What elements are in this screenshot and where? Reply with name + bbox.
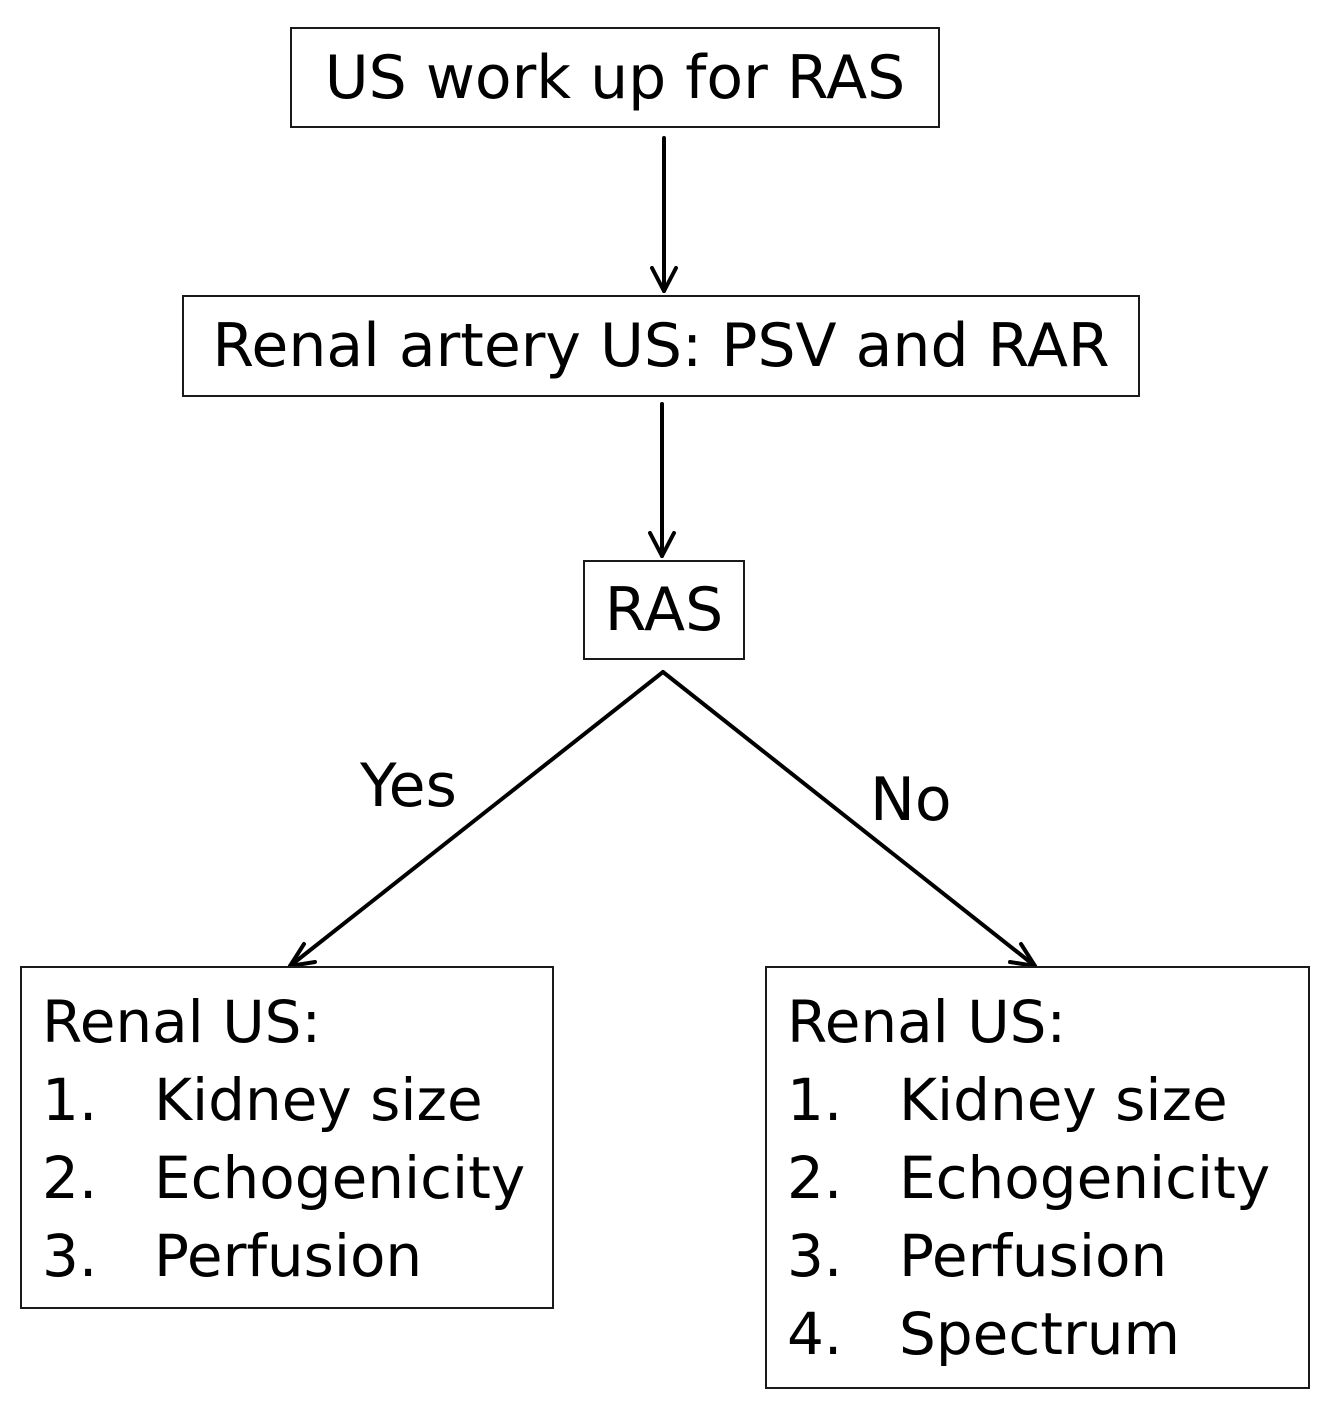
branch-label-yes: Yes: [360, 751, 457, 821]
decision-node-label: RAS: [604, 575, 724, 645]
list-item-text: Kidney size: [899, 1066, 1228, 1134]
list-item-text: Echogenicity: [899, 1144, 1271, 1212]
step-node: Renal artery US: PSV and RAR: [182, 295, 1140, 397]
yes-result-node: Renal US: 1. Kidney size 2. Echogenicity…: [20, 966, 554, 1309]
arrowhead-start-to-step: [650, 266, 678, 293]
no-result-node: Renal US: 1. Kidney size 2. Echogenicity…: [765, 966, 1310, 1389]
arrow-decision-to-no: [661, 670, 1037, 968]
list-item-number: 3.: [787, 1222, 843, 1290]
list-item-number: 2.: [787, 1144, 843, 1212]
list-item-number: 1.: [42, 1066, 98, 1134]
branch-label-no: No: [870, 765, 952, 835]
yes-result-heading: Renal US:: [42, 988, 322, 1056]
arrowhead-step-to-decision: [648, 531, 676, 558]
list-item: 3. Perfusion: [42, 1217, 552, 1295]
list-item-number: 4.: [787, 1300, 843, 1368]
list-item: 3. Perfusion: [787, 1217, 1308, 1295]
list-item-text: Echogenicity: [154, 1144, 526, 1212]
list-item-text: Perfusion: [154, 1222, 423, 1290]
list-item-number: 1.: [787, 1066, 843, 1134]
decision-node: RAS: [583, 560, 745, 660]
list-item-number: 3.: [42, 1222, 98, 1290]
list-item: 2. Echogenicity: [787, 1139, 1308, 1217]
list-item: 4. Spectrum: [787, 1295, 1308, 1373]
list-item: 1. Kidney size: [787, 1061, 1308, 1139]
start-node-label: US work up for RAS: [324, 42, 906, 113]
step-node-label: Renal artery US: PSV and RAR: [212, 311, 1110, 381]
list-item: 1. Kidney size: [42, 1061, 552, 1139]
start-node: US work up for RAS: [290, 27, 940, 128]
no-result-heading: Renal US:: [787, 988, 1067, 1056]
list-item-text: Spectrum: [899, 1300, 1181, 1368]
list-item: 2. Echogenicity: [42, 1139, 552, 1217]
list-item-text: Kidney size: [154, 1066, 483, 1134]
list-item-number: 2.: [42, 1144, 98, 1212]
list-item-text: Perfusion: [899, 1222, 1168, 1290]
arrow-decision-to-yes: [288, 670, 665, 968]
